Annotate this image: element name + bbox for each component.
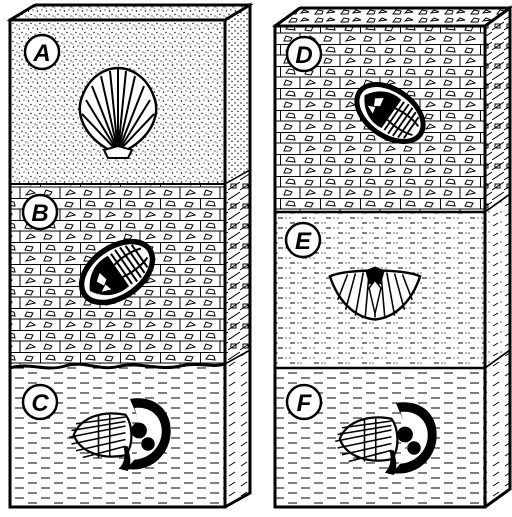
left-column: A B C [10, 5, 250, 507]
label-a: A [25, 35, 59, 69]
right-column: D E F [275, 8, 510, 507]
layer-d-side [485, 8, 510, 212]
label-a-text: A [32, 40, 50, 67]
layer-a-side [225, 5, 250, 184]
label-b: B [23, 195, 57, 229]
right-top-face [275, 8, 510, 26]
left-top-face [10, 5, 250, 20]
label-f-text: F [297, 390, 313, 417]
layer-c-side [225, 350, 250, 507]
layer-b-side [225, 170, 250, 364]
label-c: C [23, 385, 57, 419]
layer-f-side [485, 350, 510, 507]
label-e-text: E [295, 228, 312, 255]
label-c-text: C [31, 390, 49, 417]
layer-e-side [485, 194, 510, 368]
label-d: D [287, 37, 321, 71]
label-e: E [286, 223, 320, 257]
label-d-text: D [295, 42, 312, 69]
label-f: F [287, 385, 321, 419]
label-b-text: B [31, 200, 48, 227]
